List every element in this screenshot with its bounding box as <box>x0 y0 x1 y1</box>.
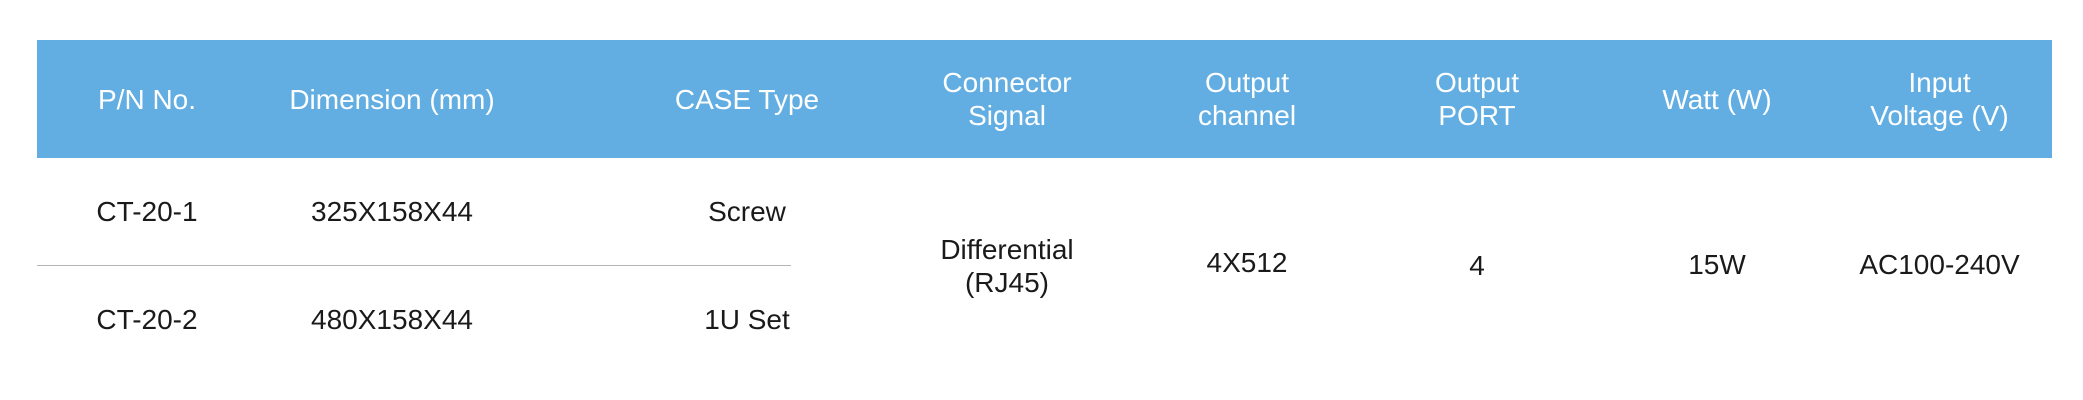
table-row-2-case-type: 1U Set <box>597 265 897 373</box>
header-dimension-label: Dimension (mm) <box>289 83 495 115</box>
row-1-dimension-text: 325X158X44 <box>311 196 473 227</box>
header-connector-signal: Connector Signal <box>867 40 1147 158</box>
output-port-text: 4 <box>1469 250 1485 281</box>
header-output-channel-line1: Output <box>1204 67 1290 98</box>
watt-text: 15W <box>1688 249 1746 280</box>
header-pn: P/N No. <box>37 40 257 158</box>
header-input-voltage-line2: Voltage (V) <box>1870 100 2009 131</box>
header-output-channel-line2: channel <box>1197 100 1297 131</box>
connector-signal-line1: Differential <box>940 233 1074 265</box>
table-row-2-pn: CT-20-2 <box>37 265 257 373</box>
table-body: CT-20-1 325X158X44 Screw CT-20-2 480X158… <box>37 158 2052 378</box>
header-output-port-line1: Output <box>1434 67 1520 98</box>
shared-watt: 15W <box>1607 158 1827 371</box>
header-watt: Watt (W) <box>1607 40 1827 158</box>
table-row-1-pn: CT-20-1 <box>37 158 257 265</box>
header-case-type-label: CASE Type <box>674 83 820 115</box>
header-output-port: Output PORT <box>1377 40 1577 158</box>
header-dimension: Dimension (mm) <box>227 40 557 158</box>
shared-input-voltage: AC100-240V <box>1817 158 2062 371</box>
row-divider <box>37 265 791 266</box>
header-connector-line1: Connector <box>942 67 1072 98</box>
shared-output-port: 4 <box>1377 158 1577 373</box>
table-row-1-case-type: Screw <box>597 158 897 265</box>
output-channel-text: 4X512 <box>1206 247 1288 278</box>
header-pn-label: P/N No. <box>97 83 197 115</box>
header-case-type: CASE Type <box>597 40 897 158</box>
row-1-case-type-text: Screw <box>708 196 786 227</box>
input-voltage-text: AC100-240V <box>1859 249 2020 280</box>
row-2-case-type-text: 1U Set <box>704 303 790 335</box>
row-1-pn-text: CT-20-1 <box>96 196 198 227</box>
header-connector-line2: Signal <box>968 100 1046 131</box>
table-row-2-dimension: 480X158X44 <box>227 265 557 373</box>
header-input-voltage: Input Voltage (V) <box>1817 40 2062 158</box>
header-output-channel: Output channel <box>1137 40 1357 158</box>
shared-output-channel: 4X512 <box>1137 158 1357 367</box>
row-2-dimension-text: 480X158X44 <box>311 303 473 335</box>
spec-table: P/N No. Dimension (mm) CASE Type Connect… <box>37 40 2052 378</box>
shared-connector-signal: Differential (RJ45) <box>867 158 1147 373</box>
table-row-1-dimension: 325X158X44 <box>227 158 557 265</box>
connector-signal-line2: (RJ45) <box>964 266 1049 298</box>
header-watt-label: Watt (W) <box>1662 83 1772 115</box>
header-input-voltage-line1: Input <box>1908 67 1971 98</box>
header-output-port-line2: PORT <box>1438 100 1516 131</box>
row-2-pn-text: CT-20-2 <box>96 303 198 335</box>
table-header: P/N No. Dimension (mm) CASE Type Connect… <box>37 40 2052 158</box>
